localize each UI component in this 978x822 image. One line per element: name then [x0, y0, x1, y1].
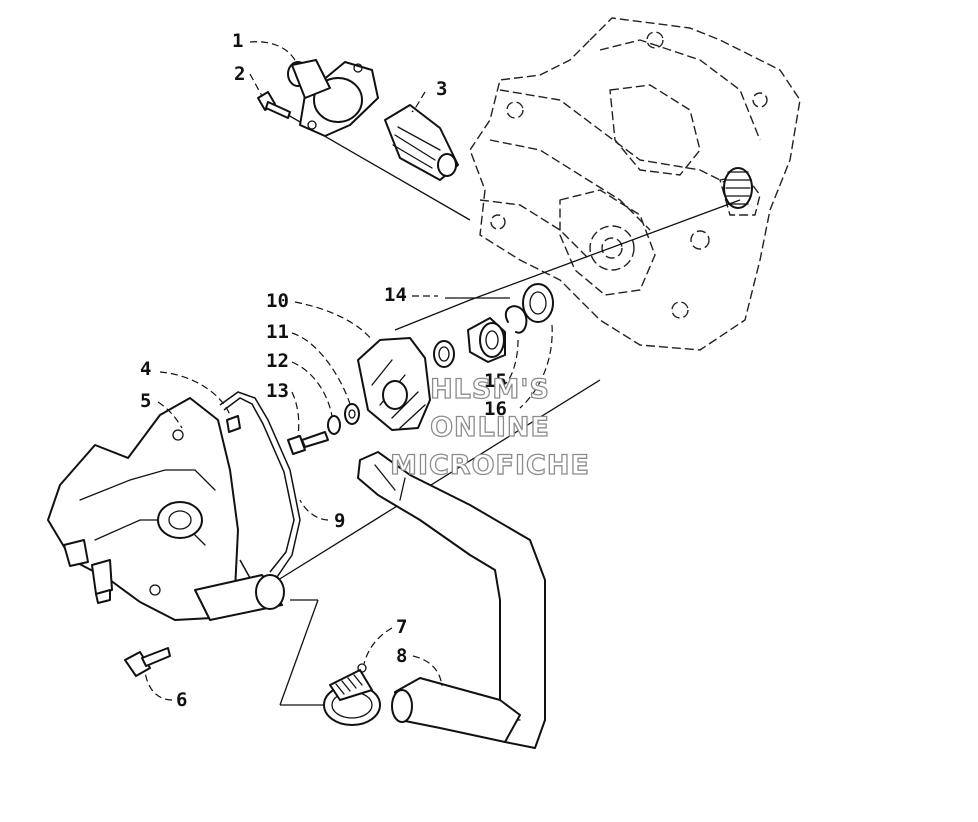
callout-15: 15: [484, 370, 507, 392]
callout-9: 9: [334, 510, 345, 532]
part-11-washer: [344, 403, 360, 425]
part-7-hose-clamp: [323, 663, 381, 726]
part-14-seal-kit: [433, 317, 506, 368]
callout-16: 16: [484, 398, 507, 420]
watermark-line-2: ONLINE: [430, 412, 550, 443]
callout-10: 10: [266, 290, 289, 312]
part-4-dowel-pin: [226, 415, 241, 433]
part-8-coolant-hose: [357, 451, 546, 749]
part-6-bolt: [124, 647, 171, 677]
callout-1: 1: [232, 30, 243, 52]
part-1-outlet-housing: [287, 59, 379, 137]
callout-6: 6: [176, 689, 187, 711]
watermark-line-3: MICROFICHE: [390, 450, 590, 481]
callout-11: 11: [266, 321, 289, 343]
assembly-axes: [261, 99, 741, 706]
callout-12: 12: [266, 350, 289, 372]
callout-labels: 1 2 3 4 5 6 7 8 9 10 11 12 13 14 15 16: [140, 30, 507, 711]
callout-14: 14: [384, 284, 407, 306]
callout-5: 5: [140, 390, 151, 412]
callout-4: 4: [140, 358, 151, 380]
callout-7: 7: [396, 616, 407, 638]
part-5-pump-cover: [47, 397, 285, 621]
part-12-washer: [327, 415, 341, 435]
leader-lines: [144, 41, 553, 701]
part-16-bearing: [522, 283, 554, 323]
callout-13: 13: [266, 380, 289, 402]
drive-gear: [723, 167, 753, 209]
callout-8: 8: [396, 645, 407, 667]
part-2-bolt: [257, 91, 291, 119]
part-10-impeller: [357, 337, 431, 431]
watermark-line-1: HLSM'S: [430, 374, 550, 405]
watermark: HLSM'S ONLINE MICROFICHE: [389, 373, 590, 481]
engine-crankcase: [469, 17, 801, 351]
part-3-thermostat: [384, 104, 459, 181]
callout-2: 2: [234, 63, 245, 85]
part-13-bolt: [287, 431, 329, 455]
callout-3: 3: [436, 78, 447, 100]
